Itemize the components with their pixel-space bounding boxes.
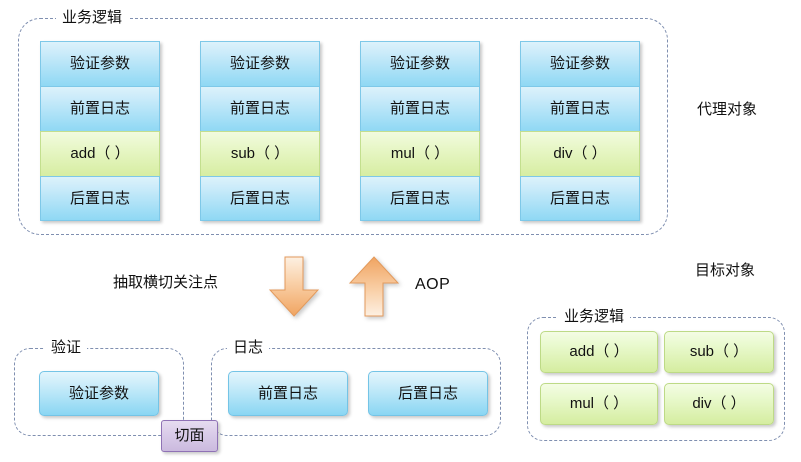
proxy-column-sub: 验证参数 前置日志 sub（ ） 后置日志	[200, 41, 320, 221]
proxy-cell: 后置日志	[360, 176, 480, 221]
proxy-column-div: 验证参数 前置日志 div（ ） 后置日志	[520, 41, 640, 221]
proxy-group-label: 业务逻辑	[56, 9, 129, 27]
proxy-cell: 后置日志	[40, 176, 160, 221]
proxy-cell: 后置日志	[200, 176, 320, 221]
target-object-group	[527, 317, 785, 441]
proxy-cell: 验证参数	[40, 41, 160, 86]
proxy-object-caption: 代理对象	[697, 101, 758, 118]
proxy-cell-method: sub（ ）	[200, 131, 320, 176]
proxy-object-group	[18, 18, 668, 235]
proxy-cell: 后置日志	[520, 176, 640, 221]
proxy-cell: 前置日志	[520, 86, 640, 131]
proxy-cell: 前置日志	[360, 86, 480, 131]
down-arrow-icon	[268, 256, 320, 317]
proxy-column-add: 验证参数 前置日志 add（ ） 后置日志	[40, 41, 160, 221]
validate-aspect-group	[14, 348, 184, 436]
validate-param-chip: 验证参数	[39, 371, 159, 416]
up-arrow-icon	[348, 256, 400, 317]
proxy-cell: 前置日志	[40, 86, 160, 131]
proxy-column-mul: 验证参数 前置日志 mul（ ） 后置日志	[360, 41, 480, 221]
proxy-cell: 前置日志	[200, 86, 320, 131]
target-object-caption: 目标对象	[695, 262, 756, 279]
log-group-label: 日志	[227, 339, 270, 357]
proxy-cell: 验证参数	[200, 41, 320, 86]
target-method-mul: mul（ ）	[540, 383, 658, 425]
target-group-label: 业务逻辑	[558, 308, 631, 326]
target-method-add: add（ ）	[540, 331, 658, 373]
log-aspect-group	[211, 348, 501, 436]
proxy-cell-method: mul（ ）	[360, 131, 480, 176]
proxy-cell-method: add（ ）	[40, 131, 160, 176]
proxy-cell-method: div（ ）	[520, 131, 640, 176]
aop-label: AOP	[415, 276, 451, 293]
extract-crosscutting-label: 抽取横切关注点	[113, 274, 219, 291]
target-method-sub: sub（ ）	[664, 331, 774, 373]
validate-group-label: 验证	[45, 339, 88, 357]
target-method-div: div（ ）	[664, 383, 774, 425]
after-log-chip: 后置日志	[368, 371, 488, 416]
proxy-cell: 验证参数	[360, 41, 480, 86]
before-log-chip: 前置日志	[228, 371, 348, 416]
proxy-cell: 验证参数	[520, 41, 640, 86]
aspect-badge: 切面	[161, 420, 218, 452]
